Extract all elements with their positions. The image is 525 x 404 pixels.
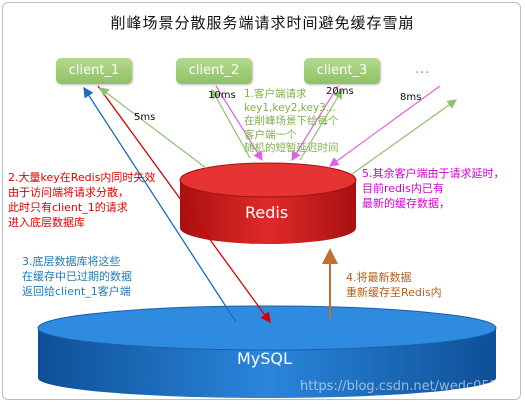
client-2-box: client_2 <box>176 58 252 84</box>
diagram-title: 削峰场景分散服务端请求时间避免缓存雪崩 <box>110 14 415 32</box>
delay-label-client2: 10ms <box>208 90 236 101</box>
note-step1-line: 在削峰场景下给每个 <box>244 115 339 127</box>
note-step2-line: 2.大量key在Redis内同时失效 <box>8 171 156 184</box>
redis-label: Redis <box>245 203 289 222</box>
arrow-redis-to-more <box>351 99 457 175</box>
delay-label-client3: 20ms <box>326 86 354 97</box>
note-step5: 5.其余客户端由于请求延时， 目前redis内已有 最新的缓存数据， <box>362 166 505 211</box>
redis-cylinder <box>179 162 357 244</box>
diagram-frame <box>2 2 521 400</box>
arrow-mysql-to-client1 <box>83 86 237 323</box>
arrow-client2-to-redis <box>215 85 263 162</box>
arrow-redis-to-client1 <box>99 87 207 169</box>
note-step5-line: 5.其余客户端由于请求延时， <box>362 167 505 180</box>
watermark: https://blog.csdn.net/wedc0520 <box>300 379 507 394</box>
note-step2-line: 进入底层数据库 <box>8 216 85 229</box>
delay-label-client1: 5ms <box>134 112 156 123</box>
client-1-box: client_1 <box>56 58 132 84</box>
note-step1: 1.客户端请求 key1,key2,key3... 在削峰场景下给每个 客户端一… <box>244 88 339 156</box>
note-step3-line: 在缓存中已过期的数据 <box>22 270 132 283</box>
client-3-box: client_3 <box>304 58 380 84</box>
note-step4-line: 重新缓存至Redis内 <box>346 286 442 299</box>
note-step5-line: 最新的缓存数据， <box>362 197 450 210</box>
note-step2-line: 此时只有client_1的请求 <box>8 201 128 214</box>
delay-label-more: 8ms <box>400 92 422 103</box>
arrow-client1-to-mysql <box>97 85 271 324</box>
arrow-redis-to-client2 <box>211 88 251 159</box>
note-step4-line: 4.将最新数据 <box>346 271 412 284</box>
mysql-cylinder <box>37 305 497 398</box>
note-step2-line: 由于访问端将请求分散， <box>8 186 129 199</box>
note-step3-line: 返回给client_1客户端 <box>22 285 131 298</box>
arrow-more-to-redis <box>329 85 441 167</box>
arrow-redis-to-client3 <box>299 88 343 161</box>
arrow-client3-to-redis <box>291 85 339 162</box>
note-step3-line: 3.底层数据库将这些 <box>22 255 121 268</box>
note-step1-line: 客户端一个 <box>244 128 297 141</box>
note-step1-line: 1.客户端请求 <box>244 88 307 100</box>
note-step1-line: key1,key2,key3... <box>244 101 336 114</box>
note-step2: 2.大量key在Redis内同时失效 由于访问端将请求分散， 此时只有clien… <box>8 170 155 230</box>
mysql-label: MySQL <box>237 349 292 368</box>
note-step4: 4.将最新数据 重新缓存至Redis内 <box>346 270 442 300</box>
note-step1-line: 随机的短暂延迟时间 <box>244 142 339 154</box>
more-clients-ellipsis: ... <box>415 62 431 77</box>
note-step3: 3.底层数据库将这些 在缓存中已过期的数据 返回给client_1客户端 <box>22 254 132 299</box>
note-step5-line: 目前redis内已有 <box>362 182 444 195</box>
